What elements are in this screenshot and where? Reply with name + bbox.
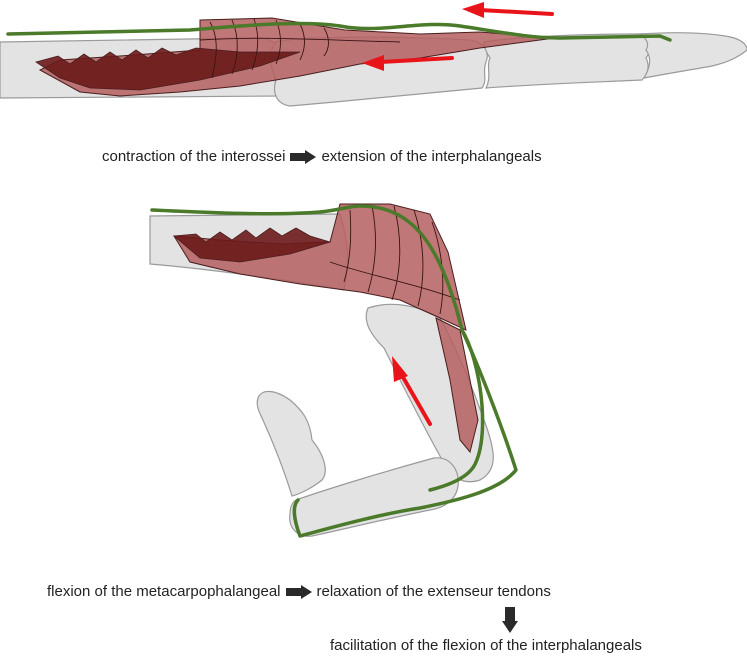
caption-interossei-contraction: contraction of the interossei — [102, 148, 285, 165]
block-arrow-down-icon — [502, 607, 518, 633]
caption-interphalangeal-extension: extension of the interphalangeals — [321, 148, 541, 165]
caption-row-bottom: flexion of the metacarpophalangeal relax… — [47, 583, 551, 600]
anatomy-illustrations — [0, 0, 747, 570]
flexed-finger-illustration — [150, 204, 516, 536]
distal-phalanx-bone — [640, 33, 747, 78]
caption-row-top: contraction of the interossei extension … — [102, 148, 542, 165]
distal-phalanx-bone-flexed — [257, 391, 325, 496]
caption-row-result: facilitation of the flexion of the inter… — [330, 637, 642, 654]
caption-interphalangeal-flexion: facilitation of the flexion of the inter… — [330, 637, 642, 654]
block-arrow-right-icon — [286, 585, 312, 599]
proximal-phalanx-bone-flexed — [366, 304, 493, 481]
caption-extensor-relaxation: relaxation of the extenseur tendons — [317, 583, 551, 600]
force-arrow-extension — [462, 2, 552, 18]
caption-mcp-flexion: flexion of the metacarpophalangeal — [47, 583, 281, 600]
block-arrow-right-icon — [290, 150, 316, 164]
